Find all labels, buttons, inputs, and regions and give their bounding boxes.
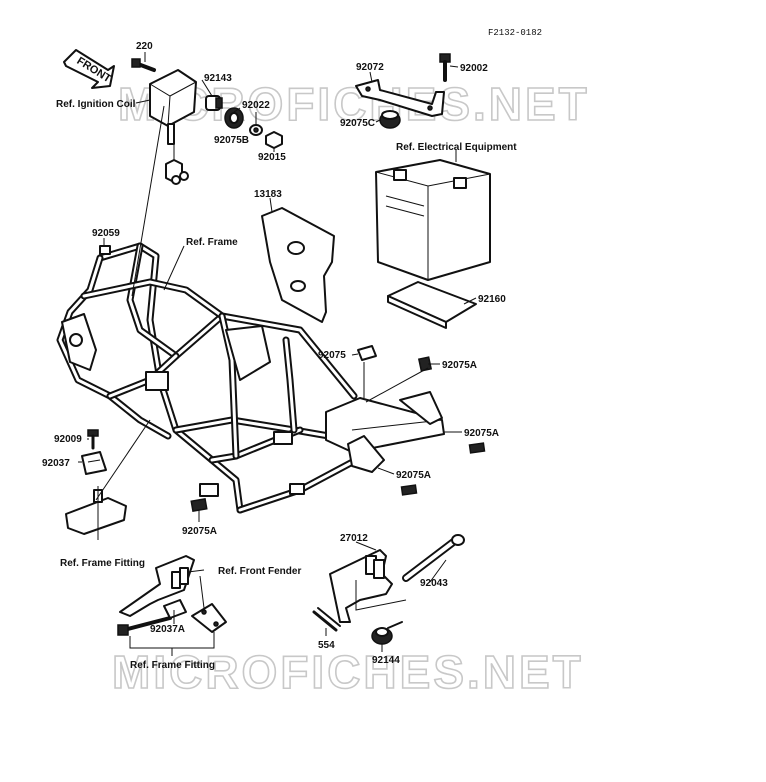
- frame-fitting-bottom-icon: [117, 599, 227, 636]
- part-label-92144: 92144: [372, 655, 400, 666]
- pedal-27012-icon: [329, 549, 393, 623]
- part-label-92075: 92075: [318, 350, 346, 361]
- part-label-92022: 92022: [242, 100, 270, 111]
- bolt-220-icon: [131, 58, 156, 72]
- part-label-92002: 92002: [460, 63, 488, 74]
- washer-92022-icon: [249, 124, 263, 136]
- part-label-92160: 92160: [478, 294, 506, 305]
- pin-554-icon: [312, 607, 341, 632]
- plate-13183-icon: [261, 207, 335, 323]
- shaft-92043-icon: [402, 534, 465, 582]
- ref-ignition-coil-label: Ref. Ignition Coil: [56, 99, 136, 110]
- damper-92075a-right1-icon: [417, 356, 433, 372]
- part-label-27012: 27012: [340, 533, 368, 544]
- part-label-92143: 92143: [204, 73, 232, 84]
- part-label-92075a-left: 92075A: [182, 526, 217, 537]
- frame-fitting-left-icon: [65, 489, 127, 535]
- part-label-92009: 92009: [54, 434, 82, 445]
- damper-92059-icon: [99, 245, 111, 255]
- battery-icon: [375, 159, 491, 281]
- part-label-92075a-right2: 92075A: [464, 428, 499, 439]
- part-label-554: 554: [318, 640, 335, 651]
- ref-frame-label: Ref. Frame: [186, 237, 238, 248]
- screw-92009-icon: [87, 429, 99, 450]
- bracket-92072-icon: [355, 79, 445, 117]
- part-label-92075a-right1: 92075A: [442, 360, 477, 371]
- part-label-92075c: 92075C: [340, 118, 375, 129]
- pad-92160-icon: [387, 281, 477, 329]
- ref-electrical-equipment-label: Ref. Electrical Equipment: [396, 142, 517, 153]
- part-label-92043: 92043: [420, 578, 448, 589]
- part-label-92037: 92037: [42, 458, 70, 469]
- part-label-92075b: 92075B: [214, 135, 249, 146]
- part-label-220: 220: [136, 41, 153, 52]
- ignition-coil-icon: [149, 69, 197, 185]
- damper-92075a-right2-icon: [468, 442, 486, 454]
- figure-code: F2132-0182: [488, 28, 542, 38]
- part-label-13183: 13183: [254, 189, 282, 200]
- leader-lines: [78, 52, 477, 656]
- nut-92015-icon: [265, 131, 283, 149]
- part-label-92015: 92015: [258, 152, 286, 163]
- watermark-bottom: MICROFICHES.NET: [112, 646, 584, 698]
- grommet-92143-icon: [205, 95, 223, 111]
- ref-frame-fitting-bottom-label: Ref. Frame Fitting: [130, 660, 215, 671]
- spring-92144-icon: [371, 621, 403, 645]
- part-label-92059: 92059: [92, 228, 120, 239]
- clamp-92037-icon: [81, 451, 107, 475]
- damper-92075a-center-icon: [400, 484, 418, 496]
- damper-92075-icon: [357, 345, 377, 361]
- damper-92075c-icon: [379, 110, 401, 129]
- damper-92075b-icon: [224, 107, 244, 129]
- part-label-92075a-center: 92075A: [396, 470, 431, 481]
- ref-front-fender-label: Ref. Front Fender: [218, 566, 301, 577]
- front-fender-bracket-icon: [119, 555, 195, 617]
- part-label-92072: 92072: [356, 62, 384, 73]
- ref-frame-fitting-left-label: Ref. Frame Fitting: [60, 558, 145, 569]
- frame-icon: [56, 242, 445, 514]
- front-arrow-icon: FRONT: [63, 49, 115, 89]
- bolt-92002-icon: [439, 53, 451, 82]
- damper-92075a-left-icon: [190, 497, 208, 513]
- part-label-92037a: 92037A: [150, 624, 185, 635]
